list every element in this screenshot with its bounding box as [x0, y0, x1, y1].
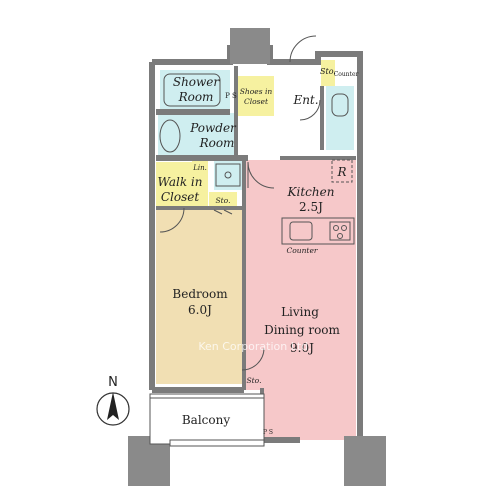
bathtub-icon — [159, 119, 181, 153]
fixtures — [159, 35, 355, 371]
toilet-room-fill — [326, 86, 354, 150]
living-fill — [244, 160, 356, 440]
powder-room-label-2: Room — [199, 136, 235, 150]
pillar-bottom-right — [344, 436, 386, 486]
compass — [96, 392, 130, 426]
ps-label: P S — [225, 92, 237, 100]
kitchen-label-2: 2.5J — [299, 200, 323, 214]
living-label-1: Living — [281, 305, 319, 319]
walkin-closet-label-2: Closet — [161, 190, 200, 204]
storage-top-fill — [321, 60, 335, 86]
shoes-closet-fill — [238, 76, 274, 116]
storage-mid-label: Sto. — [216, 196, 231, 205]
shoes-closet-label-1: Shoes in — [240, 87, 273, 96]
balcony-label: Balcony — [182, 413, 230, 427]
storage-low-label: Sto. — [247, 376, 262, 385]
powder-room-label-1: Powder — [189, 121, 237, 135]
balcony-area — [149, 393, 265, 447]
living-label-3: 9.0J — [290, 341, 314, 355]
refrigerator-box — [331, 159, 353, 183]
storage-top-label: Sto. — [320, 67, 336, 76]
compass-north-label: N — [108, 375, 118, 390]
entrance-label: Ent. — [292, 93, 318, 107]
shower-room-fill — [160, 70, 230, 110]
linen-label: Lin. — [192, 164, 207, 172]
shower-tray — [163, 73, 221, 107]
bedroom-label-2: 6.0J — [188, 303, 212, 317]
kitchen-label-1: Kitchen — [287, 185, 335, 199]
linen-fill — [192, 160, 208, 176]
counter-top-label: Counter — [334, 71, 359, 78]
stove-icon — [329, 221, 351, 241]
kitchen-counter-label: Counter — [287, 246, 318, 255]
living-label-2: Dining room — [264, 323, 340, 337]
shower-room-label-2: Room — [178, 90, 214, 104]
bedroom-fill — [156, 208, 242, 384]
shower-room-label-1: Shower — [173, 75, 221, 89]
pillar-top — [230, 28, 270, 64]
toilet-icon — [331, 93, 349, 117]
walkin-closet-label-1: Walk in — [158, 175, 203, 189]
shoes-closet-label-2: Closet — [244, 97, 269, 106]
bedroom-label-1: Bedroom — [172, 287, 228, 301]
washbasin-icon — [215, 163, 241, 187]
watermark: Ken Corporation Ltd. — [198, 340, 311, 353]
sink-icon — [289, 221, 313, 241]
ps-low-label: P S — [263, 429, 273, 436]
kitchen-counter — [281, 217, 355, 245]
compass-arrow-icon — [107, 392, 119, 420]
storage-mid-fill — [209, 192, 237, 206]
wash-unit-fill — [214, 160, 244, 190]
room-fills — [156, 60, 356, 440]
refrigerator-label: R — [336, 165, 346, 179]
